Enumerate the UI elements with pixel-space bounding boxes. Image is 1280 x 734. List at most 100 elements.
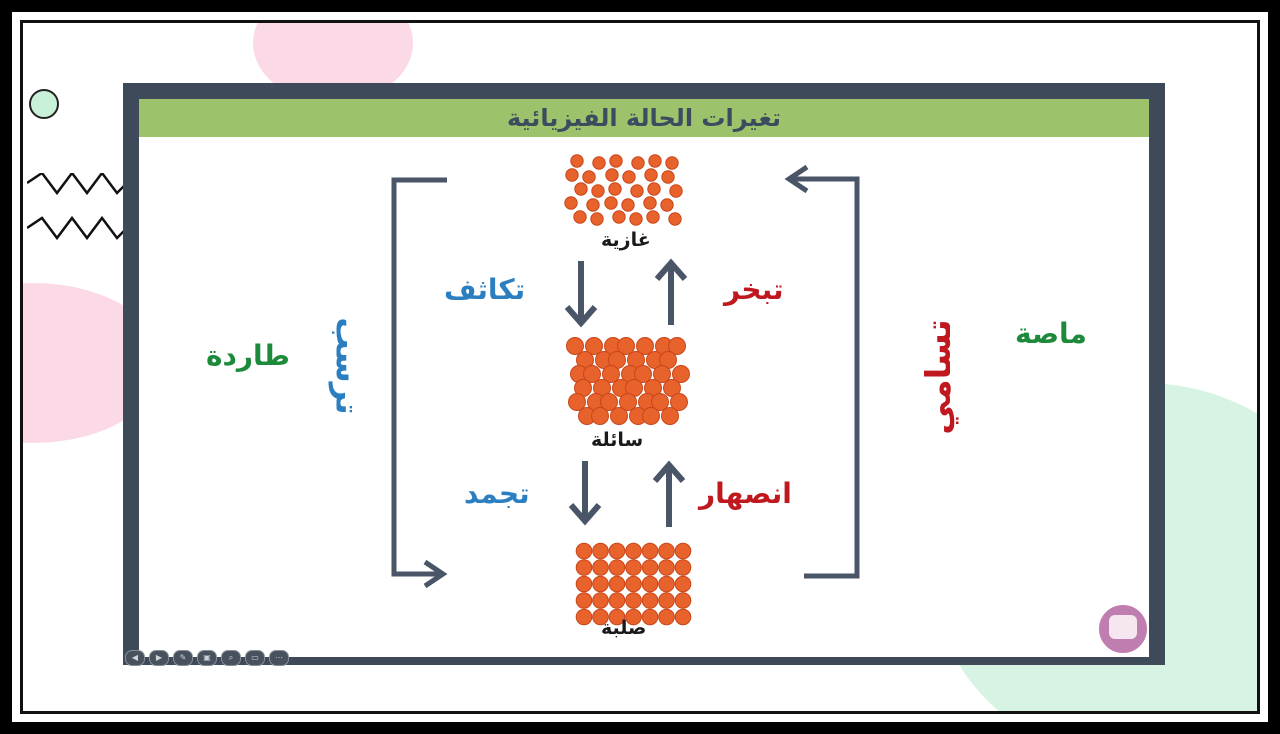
endothermic-label: ماصة xyxy=(1015,317,1087,350)
decor-zigzag-icon xyxy=(27,173,127,241)
condensation-arrow-icon xyxy=(564,261,598,328)
liquid-particle xyxy=(642,407,660,425)
liquid-particle xyxy=(585,337,603,355)
decor-circle xyxy=(29,89,59,119)
solid-particle xyxy=(592,575,609,593)
solid-particle xyxy=(608,575,626,593)
gas-particle xyxy=(605,168,619,182)
liquid-particle xyxy=(566,337,584,355)
gas-particle xyxy=(648,154,662,168)
liquid-particle xyxy=(568,393,586,411)
solid-particle xyxy=(592,559,609,576)
solid-particle xyxy=(625,559,642,576)
solid-label: صلبة xyxy=(601,617,647,639)
gas-particle xyxy=(644,168,658,182)
gas-particle xyxy=(570,154,584,168)
exothermic-label: طاردة xyxy=(206,339,290,372)
liquid-label: سائلة xyxy=(591,429,644,451)
liquid-particle xyxy=(672,365,690,383)
liquid-particle xyxy=(619,393,637,411)
solid-particle xyxy=(608,608,626,626)
gas-particle xyxy=(609,154,623,168)
melting-arrow-icon xyxy=(652,460,686,527)
solid-particles xyxy=(575,542,692,626)
slide-title: تغيرات الحالة الفيزيائية xyxy=(506,104,782,132)
freezing-arrow-icon xyxy=(568,461,602,526)
solid-particle xyxy=(674,542,692,560)
slide-content: تغيرات الحالة الفيزيائية xyxy=(139,99,1149,657)
gas-particle xyxy=(622,170,636,184)
gas-particle xyxy=(660,198,674,212)
solid-particle xyxy=(608,592,626,609)
gas-particle xyxy=(668,212,682,226)
next-icon[interactable]: ▶ xyxy=(149,650,169,666)
evaporation-label: تبخر xyxy=(724,273,784,306)
gas-particle xyxy=(582,170,596,184)
solid-particle xyxy=(625,542,642,560)
more-icon[interactable]: ⋯ xyxy=(269,650,289,666)
solid-particle xyxy=(674,575,692,593)
phase-diagram xyxy=(391,154,860,626)
liquid-particle xyxy=(600,393,618,411)
solid-particle xyxy=(674,559,692,576)
solid-particle xyxy=(658,542,675,560)
solid-particle xyxy=(592,592,609,609)
gas-particle xyxy=(646,210,660,224)
gas-label: غازية xyxy=(601,229,651,251)
liquid-particle xyxy=(591,407,609,425)
pen-icon[interactable]: ✎ xyxy=(173,650,193,666)
gas-particle xyxy=(661,170,675,184)
solid-particle xyxy=(658,575,675,593)
liquid-particle xyxy=(653,365,671,383)
gas-particle xyxy=(608,182,622,196)
gas-particle xyxy=(573,210,587,224)
solid-particle xyxy=(674,592,692,609)
liquid-particle xyxy=(670,393,688,411)
title-bar: تغيرات الحالة الفيزيائية xyxy=(139,99,1149,137)
gas-particle xyxy=(643,196,657,210)
prev-icon[interactable]: ◀ xyxy=(125,650,145,666)
solid-particle xyxy=(641,592,659,609)
gas-particles xyxy=(564,154,683,226)
solid-particle xyxy=(658,592,675,609)
solid-particle xyxy=(641,559,659,576)
gas-particle xyxy=(647,182,661,196)
gas-particle xyxy=(630,184,644,198)
evaporation-arrow-icon xyxy=(654,258,688,325)
solid-particle xyxy=(575,575,593,593)
zoom-icon[interactable]: ⌕ xyxy=(221,650,241,666)
liquid-particle xyxy=(636,337,654,355)
subtitle-icon[interactable]: ▭ xyxy=(245,650,265,666)
solid-particle xyxy=(625,608,642,626)
gas-particle xyxy=(621,198,635,212)
solid-particle xyxy=(641,575,659,593)
liquid-particle xyxy=(651,393,669,411)
slideshow-controls: ◀ ▶ ✎ ▣ ⌕ ▭ ⋯ xyxy=(125,650,289,666)
copy-icon[interactable]: ▣ xyxy=(197,650,217,666)
gas-particle xyxy=(565,168,579,182)
gas-particle xyxy=(631,156,645,170)
solid-particle xyxy=(575,542,593,560)
solid-particle xyxy=(658,608,675,626)
deposition-label: ترسب xyxy=(328,317,367,415)
solid-particle xyxy=(592,542,609,560)
liquid-particle xyxy=(610,407,628,425)
liquid-particles xyxy=(566,337,690,425)
gas-particle xyxy=(586,198,600,212)
slide-frame: تغيرات الحالة الفيزيائية xyxy=(123,83,1165,665)
solid-particle xyxy=(575,592,593,609)
gas-particle xyxy=(665,156,679,170)
solid-particle xyxy=(641,608,659,626)
gas-particle xyxy=(612,210,626,224)
melting-label: انصهار xyxy=(699,477,792,510)
gas-particle xyxy=(591,184,605,198)
deposition-bracket-arrow-icon xyxy=(391,177,448,589)
solid-particle xyxy=(625,592,642,609)
liquid-particle xyxy=(602,365,620,383)
solid-particle xyxy=(641,542,659,560)
gas-particle xyxy=(590,212,604,226)
solid-particle xyxy=(625,575,642,593)
solid-particle xyxy=(592,608,609,626)
liquid-particle xyxy=(634,365,652,383)
sublimation-bracket-arrow-icon xyxy=(784,164,860,579)
